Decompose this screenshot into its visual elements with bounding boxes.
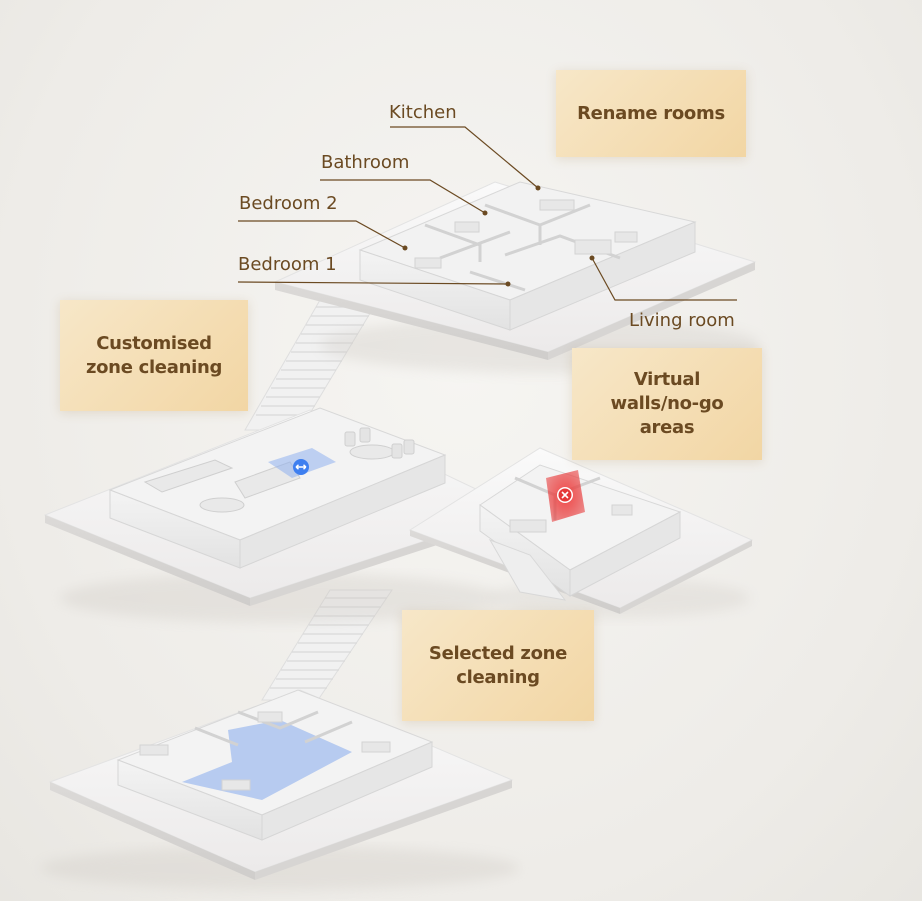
leader-dots (402, 185, 595, 287)
middle-right-floor (408, 447, 754, 618)
top-floor (273, 181, 760, 373)
callout-virtual-walls-line2: walls/no-go (610, 393, 724, 414)
leader-living-room (591, 257, 737, 301)
leader-bedroom2 (238, 220, 406, 249)
callout-customised-zone-line1: Customised (96, 332, 212, 354)
callout-virtual-walls: Virtual walls/no-go areas (572, 348, 762, 460)
callout-virtual-walls-line1: Virtual (633, 369, 701, 390)
leader-bathroom (320, 179, 486, 214)
callout-selected-zone-line1: Selected zone (428, 642, 568, 664)
label-bedroom-2: Bedroom 2 (239, 193, 338, 214)
move-arrows-icon (293, 459, 309, 475)
callout-customised-zone: Customised zone cleaning (60, 300, 248, 411)
callout-selected-zone-line2: cleaning (456, 666, 540, 688)
leader-bedroom1 (237, 281, 509, 285)
callout-selected-zone: Selected zone cleaning (402, 610, 594, 721)
close-icon (557, 487, 573, 503)
label-living-room: Living room (629, 310, 735, 331)
leader-lines (237, 126, 737, 301)
label-kitchen: Kitchen (389, 102, 457, 123)
callout-rename-rooms: Rename rooms (556, 70, 746, 157)
callout-customised-zone-line2: zone cleaning (85, 356, 223, 378)
leader-kitchen (390, 126, 539, 189)
label-bathroom: Bathroom (321, 152, 410, 173)
bottom-floor (40, 689, 520, 890)
callout-virtual-walls-line3: areas (639, 417, 695, 438)
callout-rename-rooms-text: Rename rooms (577, 102, 725, 124)
label-bedroom-1: Bedroom 1 (238, 254, 337, 275)
